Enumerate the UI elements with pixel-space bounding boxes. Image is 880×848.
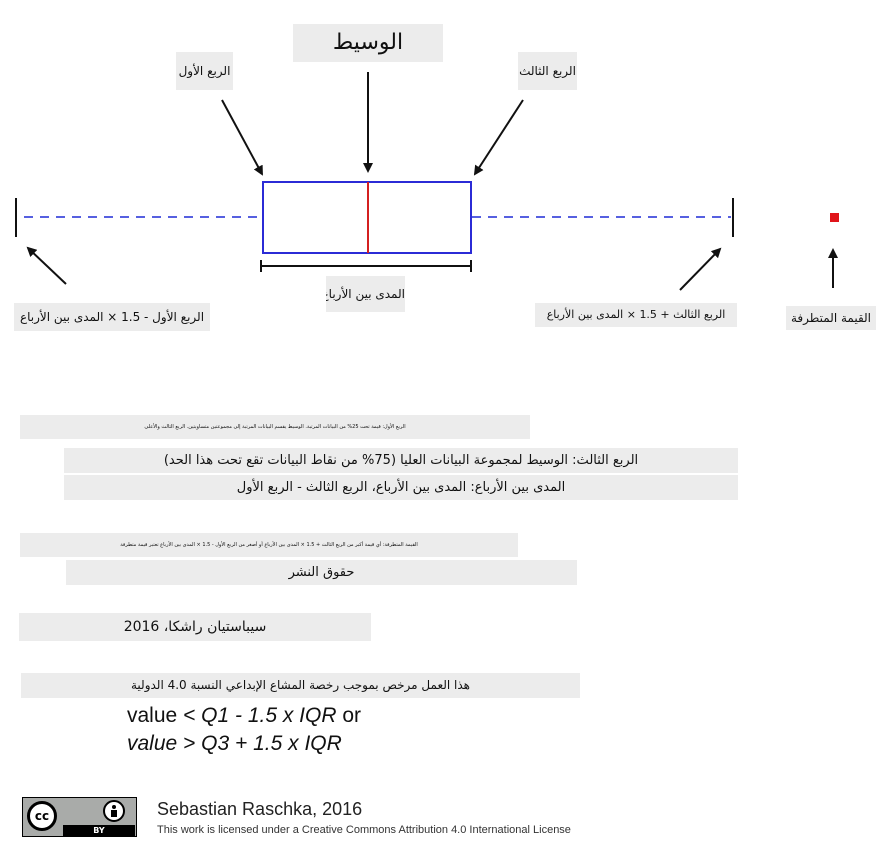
author-credit: Sebastian Raschka, 2016	[157, 799, 363, 819]
copyright-note: حقوق النشر	[66, 560, 577, 585]
outlier-label: القيمة المتطرفة	[786, 306, 876, 330]
q3-label: الربع الثالث	[518, 52, 577, 90]
arrow-diagonal-icon	[221, 99, 263, 176]
arrow-diagonal-icon	[473, 99, 524, 176]
formula-line-1: value < Q1 - 1.5 x IQR or	[127, 704, 361, 728]
lower-whisker-label: الربع الأول - 1.5 × المدى بين الأرباع	[14, 303, 210, 331]
intro-note: الربع الأول: قيمة تحت 25% من البيانات ال…	[20, 415, 530, 439]
arrow-diagonal-icon	[26, 246, 67, 285]
outlier-rule-note: القيمة المتطرفة: أي قيمة أكبر من الربع ا…	[20, 533, 518, 557]
formula-expr-1: < Q1 - 1.5 x IQR	[183, 704, 337, 727]
outlier-square-icon	[830, 213, 839, 222]
q3-definition: الربع الثالث: الوسيط لمجموعة البيانات ال…	[64, 448, 738, 473]
q1-label: الربع الأول	[176, 52, 233, 90]
formula-lead: value	[127, 704, 178, 727]
formula-or: or	[342, 704, 362, 727]
formula-line-2: value > Q3 + 1.5 x IQR	[127, 732, 342, 756]
license-text[interactable]: This work is licensed under a Creative C…	[157, 824, 571, 836]
license-note-ar: هذا العمل مرخص بموجب رخصة المشاع الإبداع…	[21, 673, 580, 698]
iqr-definition: المدى بين الأرباع: المدى بين الأرباع، ال…	[64, 475, 738, 500]
median-label: الوسيط	[293, 24, 443, 62]
author-note-ar: سيباستيان راشكا، 2016	[19, 613, 371, 641]
upper-whisker-label: الربع الثالث + 1.5 × المدى بين الأرباع	[535, 303, 737, 327]
by-label: BY	[63, 825, 135, 836]
iqr-label: المدى بين الأرباع	[326, 276, 405, 312]
formula-expr-2: value > Q3 + 1.5 x IQR	[127, 732, 342, 755]
attribution-person-icon	[103, 800, 125, 822]
arrow-diagonal-icon	[679, 247, 722, 291]
cc-icon: cc	[27, 801, 57, 831]
cc-by-badge[interactable]: cc BY	[22, 797, 137, 837]
